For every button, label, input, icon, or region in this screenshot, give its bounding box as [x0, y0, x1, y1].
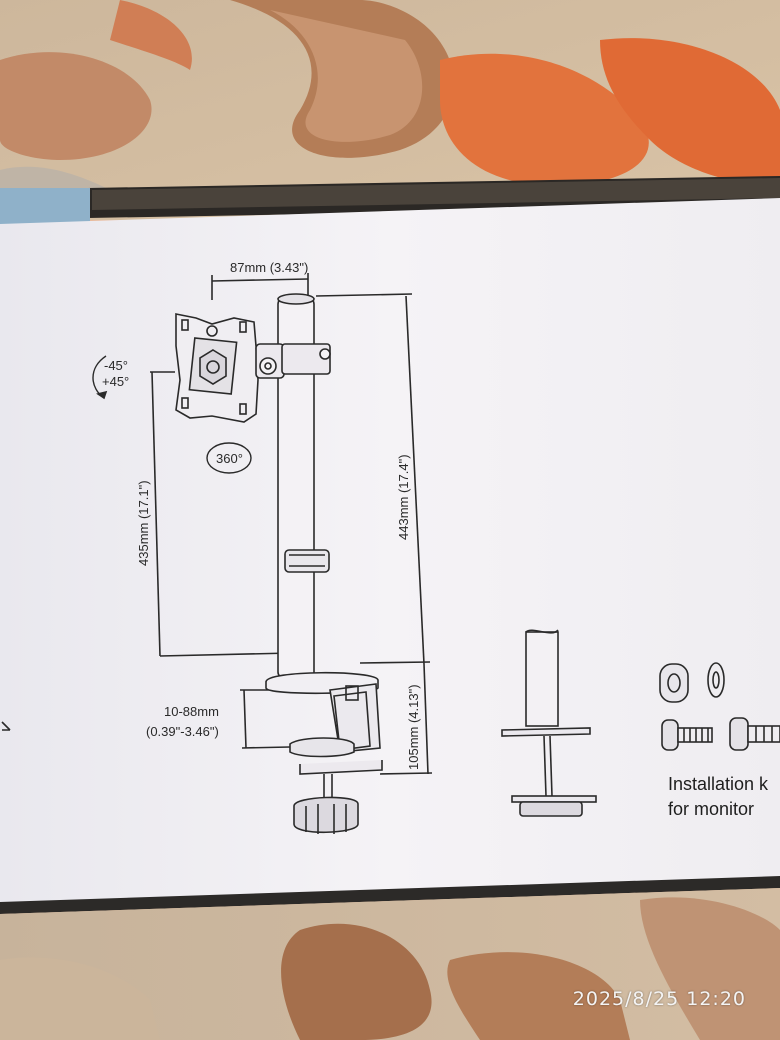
tilt-plus-label: +45° — [102, 374, 129, 389]
clamp-range-line1: 10-88mm — [164, 704, 219, 719]
installation-kit-line1: Installation k — [668, 774, 769, 794]
tilt-minus-label: -45° — [104, 358, 128, 373]
clamp-depth-label: 105mm (4.13") — [406, 684, 421, 770]
photo-timestamp: 2025/8/25 12:20 — [572, 988, 746, 1010]
rotation-label: 360° — [216, 451, 243, 466]
arm-height-label: 435mm (17.1") — [136, 480, 151, 566]
box — [0, 176, 780, 914]
width-dimension-label: 87mm (3.43") — [230, 260, 308, 275]
pole-height-label: 443mm (17.4") — [396, 454, 411, 540]
monitor-mount-diagram — [1, 273, 780, 834]
carpet-bottom — [0, 888, 780, 1040]
installation-kit-line2: for monitor — [668, 799, 754, 819]
clamp-range-line2: (0.39"-3.46") — [146, 724, 219, 739]
